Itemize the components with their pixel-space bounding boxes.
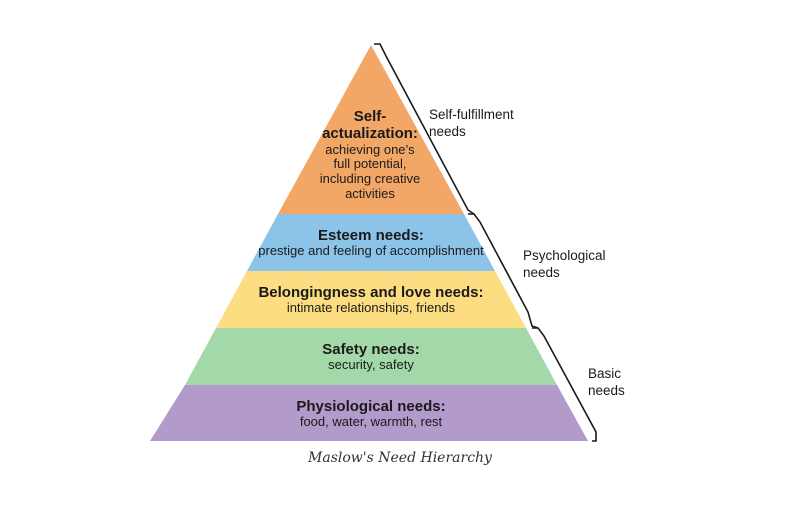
tier-desc-line: full potential,: [333, 156, 407, 172]
group-label-line: Self-fulfillment: [429, 107, 514, 122]
tier-physiological-text: Physiological needs: food, water, warmth…: [220, 398, 522, 430]
tier-esteem-text: Esteem needs: prestige and feeling of ac…: [250, 227, 492, 259]
tier-title: Belongingness and love needs:: [258, 284, 484, 301]
bracket-basic: [532, 327, 597, 442]
group-label-line: Psychological: [523, 248, 606, 263]
tier-belongingness-text: Belongingness and love needs: intimate r…: [220, 284, 522, 316]
tier-title: Esteem needs:: [318, 227, 424, 244]
tier-desc: prestige and feeling of accomplishment: [258, 243, 484, 259]
tier-desc-line: achieving one’s: [325, 141, 415, 157]
bracket-psychological: [468, 213, 539, 329]
tier-esteem-shape: [247, 214, 495, 271]
tier-title: Safety needs:: [322, 341, 420, 358]
figure-caption: Maslow's Need Hierarchy: [308, 450, 492, 466]
tier-desc: food, water, warmth, rest: [299, 414, 443, 430]
tier-title-line: actualization:: [322, 125, 418, 143]
tier-desc: security, safety: [328, 357, 414, 373]
tier-desc: intimate relationships, friends: [286, 300, 456, 316]
group-label-self-fulfillment: Self-fulfillment needs: [429, 107, 514, 141]
tier-self-actualization-shape: [278, 45, 464, 214]
tier-title: Physiological needs:: [296, 398, 446, 415]
group-label-line: needs: [429, 123, 466, 139]
tier-desc-line: including creative: [319, 171, 421, 187]
group-label-psychological: Psychological needs: [523, 248, 606, 282]
tier-belongingness-shape: [216, 271, 526, 328]
group-label-line: Basic: [588, 366, 622, 381]
group-label-line: needs: [523, 264, 560, 280]
tier-desc-line: activities: [345, 186, 395, 202]
tier-safety-text: Safety needs: security, safety: [240, 341, 502, 373]
tier-physiological-shape: [150, 385, 588, 441]
bracket-self-fulfillment: [374, 43, 475, 215]
tier-title-line: Self-: [353, 108, 387, 125]
group-label-basic: Basic needs: [588, 366, 625, 400]
group-label-line: needs: [588, 382, 625, 398]
tier-safety-shape: [185, 328, 557, 385]
tier-self-actualization-text: Self- actualization: achieving one’s ful…: [300, 108, 440, 202]
